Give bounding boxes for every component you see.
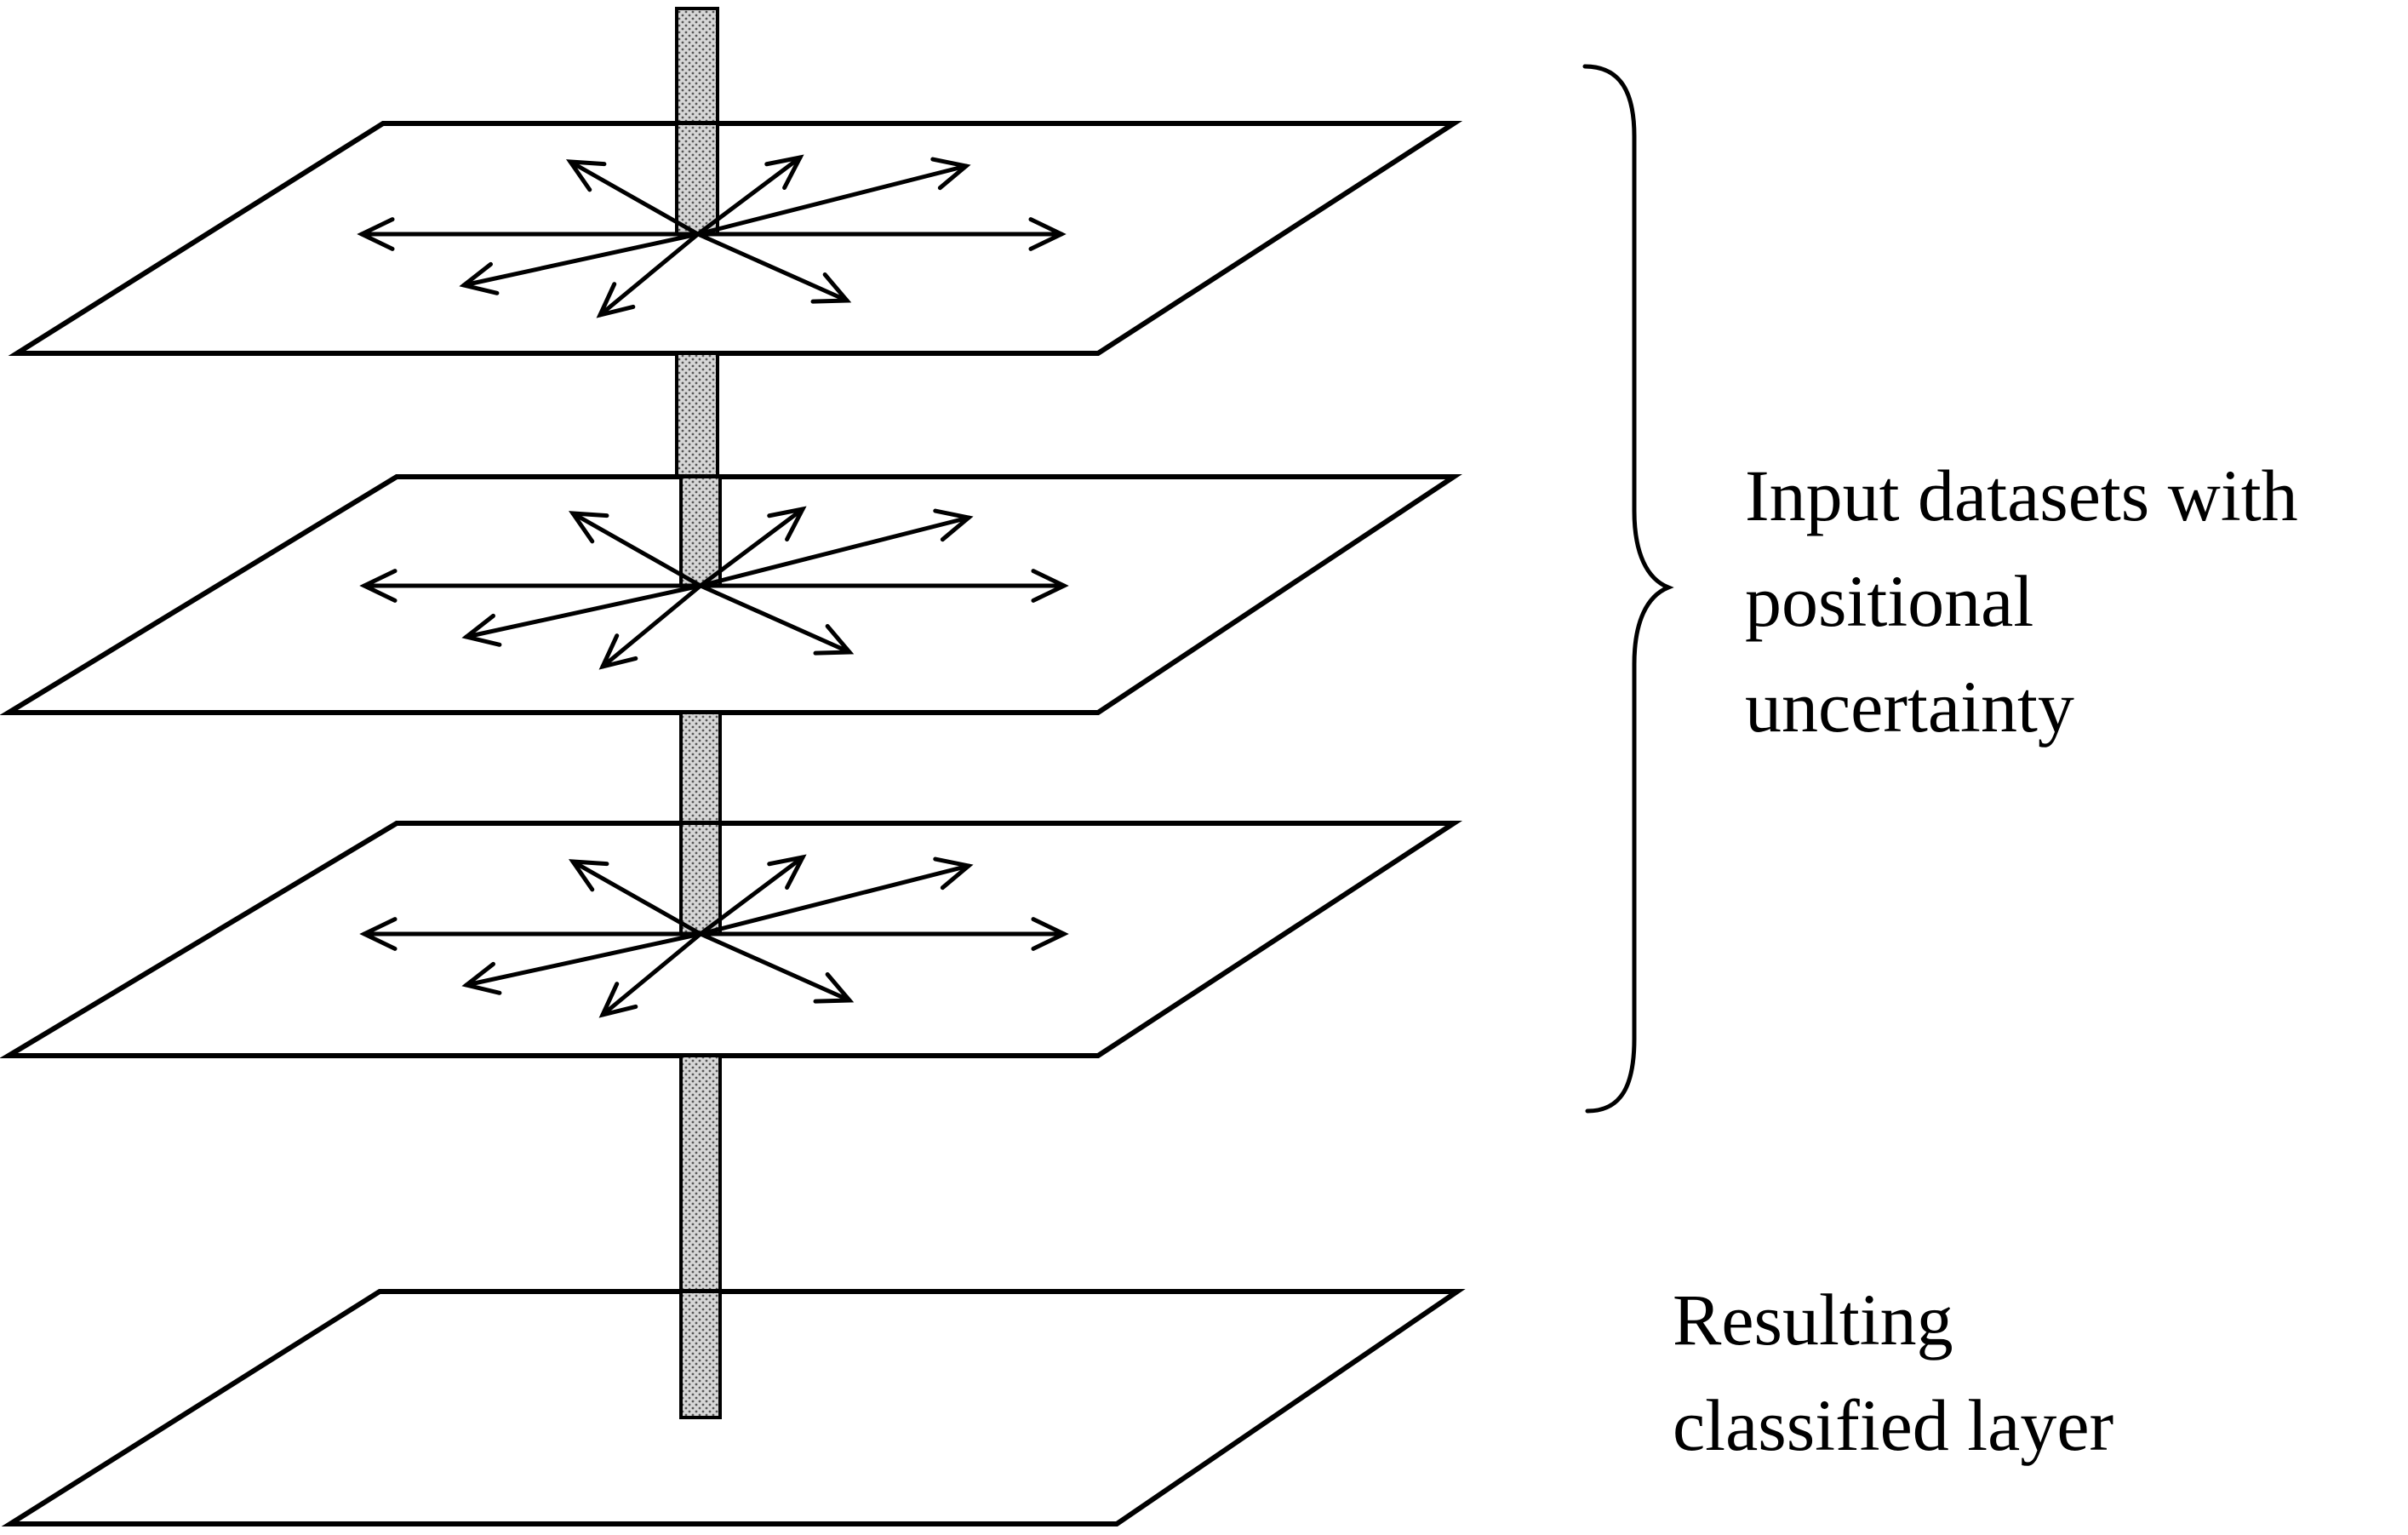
uncertainty-arrow-shaft (698, 515, 971, 588)
rod-segment-top (675, 7, 719, 125)
rod-segment-2-3 (679, 711, 722, 825)
uncertainty-arrow-shaft (568, 159, 701, 237)
uncertainty-arrowhead (596, 282, 636, 318)
uncertainty-arrow-shaft (698, 863, 971, 936)
input-plane-2 (0, 474, 1462, 715)
uncertainty-arrow-shaft (464, 931, 703, 988)
uncertainty-arrow-shaft (461, 232, 701, 288)
uncertainty-arrowhead (933, 508, 974, 542)
result-layer (1, 1289, 1466, 1526)
uncertainty-arrowhead (461, 961, 502, 995)
uncertainty-arrowhead (357, 217, 395, 251)
uncertainty-arrow-shaft (600, 583, 703, 669)
input-datasets-label-line-1: Input datasets with (1745, 455, 2298, 536)
input-datasets-label: Input datasets with positional uncertain… (1745, 443, 2298, 759)
uncertainty-arrowhead (767, 506, 807, 542)
input-layer-2 (0, 474, 1462, 715)
uncertainty-arrow-shaft (698, 855, 805, 936)
uncertainty-arrow-shaft (695, 163, 969, 237)
uncertainty-arrowhead (565, 159, 607, 192)
uncertainty-arrowhead (764, 154, 804, 191)
uncertainty-arrowhead (568, 859, 609, 892)
rod-pass-1 (675, 122, 719, 236)
uncertainty-arrowhead (598, 982, 638, 1018)
rod-pass-3 (679, 822, 722, 936)
uncertainty-arrow-shaft (570, 511, 703, 588)
uncertainty-arrows-icon (359, 854, 1069, 1018)
uncertainty-arrowhead (459, 261, 500, 295)
uncertainty-arrows-icon (357, 154, 1067, 318)
uncertainty-arrow-shaft (695, 232, 849, 303)
uncertainty-arrowhead (933, 856, 974, 891)
result-plane (1, 1289, 1466, 1526)
uncertainty-arrowhead (813, 971, 855, 1004)
uncertainty-arrowhead (1031, 569, 1069, 603)
uncertainty-arrow-shaft (600, 931, 703, 1017)
uncertainty-arrow-shaft (698, 931, 852, 1003)
input-layer-1 (8, 121, 1463, 356)
input-datasets-label-line-3: uncertainty (1745, 666, 2074, 747)
uncertainty-arrowhead (598, 633, 638, 670)
uncertainty-arrows-icon (359, 506, 1069, 670)
uncertainty-arrow-shaft (695, 155, 803, 237)
uncertainty-arrowhead (813, 623, 855, 656)
uncertainty-arrowhead (568, 511, 609, 544)
input-plane-1 (8, 121, 1463, 356)
rod-segment-1-2 (675, 352, 719, 478)
input-layer-3 (0, 821, 1463, 1058)
input-datasets-label-line-2: positional (1745, 560, 2034, 642)
uncertainty-arrowhead (359, 569, 398, 603)
input-plane-3 (0, 821, 1463, 1058)
uncertainty-arrowhead (1028, 217, 1067, 251)
resulting-layer-label-line-2: classified layer (1673, 1384, 2114, 1466)
uncertainty-arrowhead (1031, 917, 1069, 951)
uncertainty-arrow-shaft (570, 859, 703, 936)
uncertainty-arrowhead (359, 917, 398, 951)
resulting-layer-label-line-1: Resulting (1673, 1279, 1953, 1360)
rod-pass-2 (679, 475, 722, 587)
uncertainty-arrowhead (767, 854, 807, 891)
uncertainty-arrowhead (930, 157, 971, 191)
uncertainty-arrow-shaft (698, 583, 852, 655)
resulting-layer-label: Resulting classified layer (1673, 1267, 2113, 1478)
rod-pass-result (679, 1290, 722, 1419)
input-group-brace (1582, 64, 1674, 1114)
uncertainty-arrowhead (810, 272, 852, 304)
uncertainty-arrow-shaft (598, 232, 701, 318)
rod-segment-3-4 (679, 1054, 722, 1293)
uncertainty-arrow-shaft (464, 583, 703, 639)
uncertainty-arrowhead (461, 613, 502, 647)
uncertainty-arrow-shaft (698, 507, 805, 588)
